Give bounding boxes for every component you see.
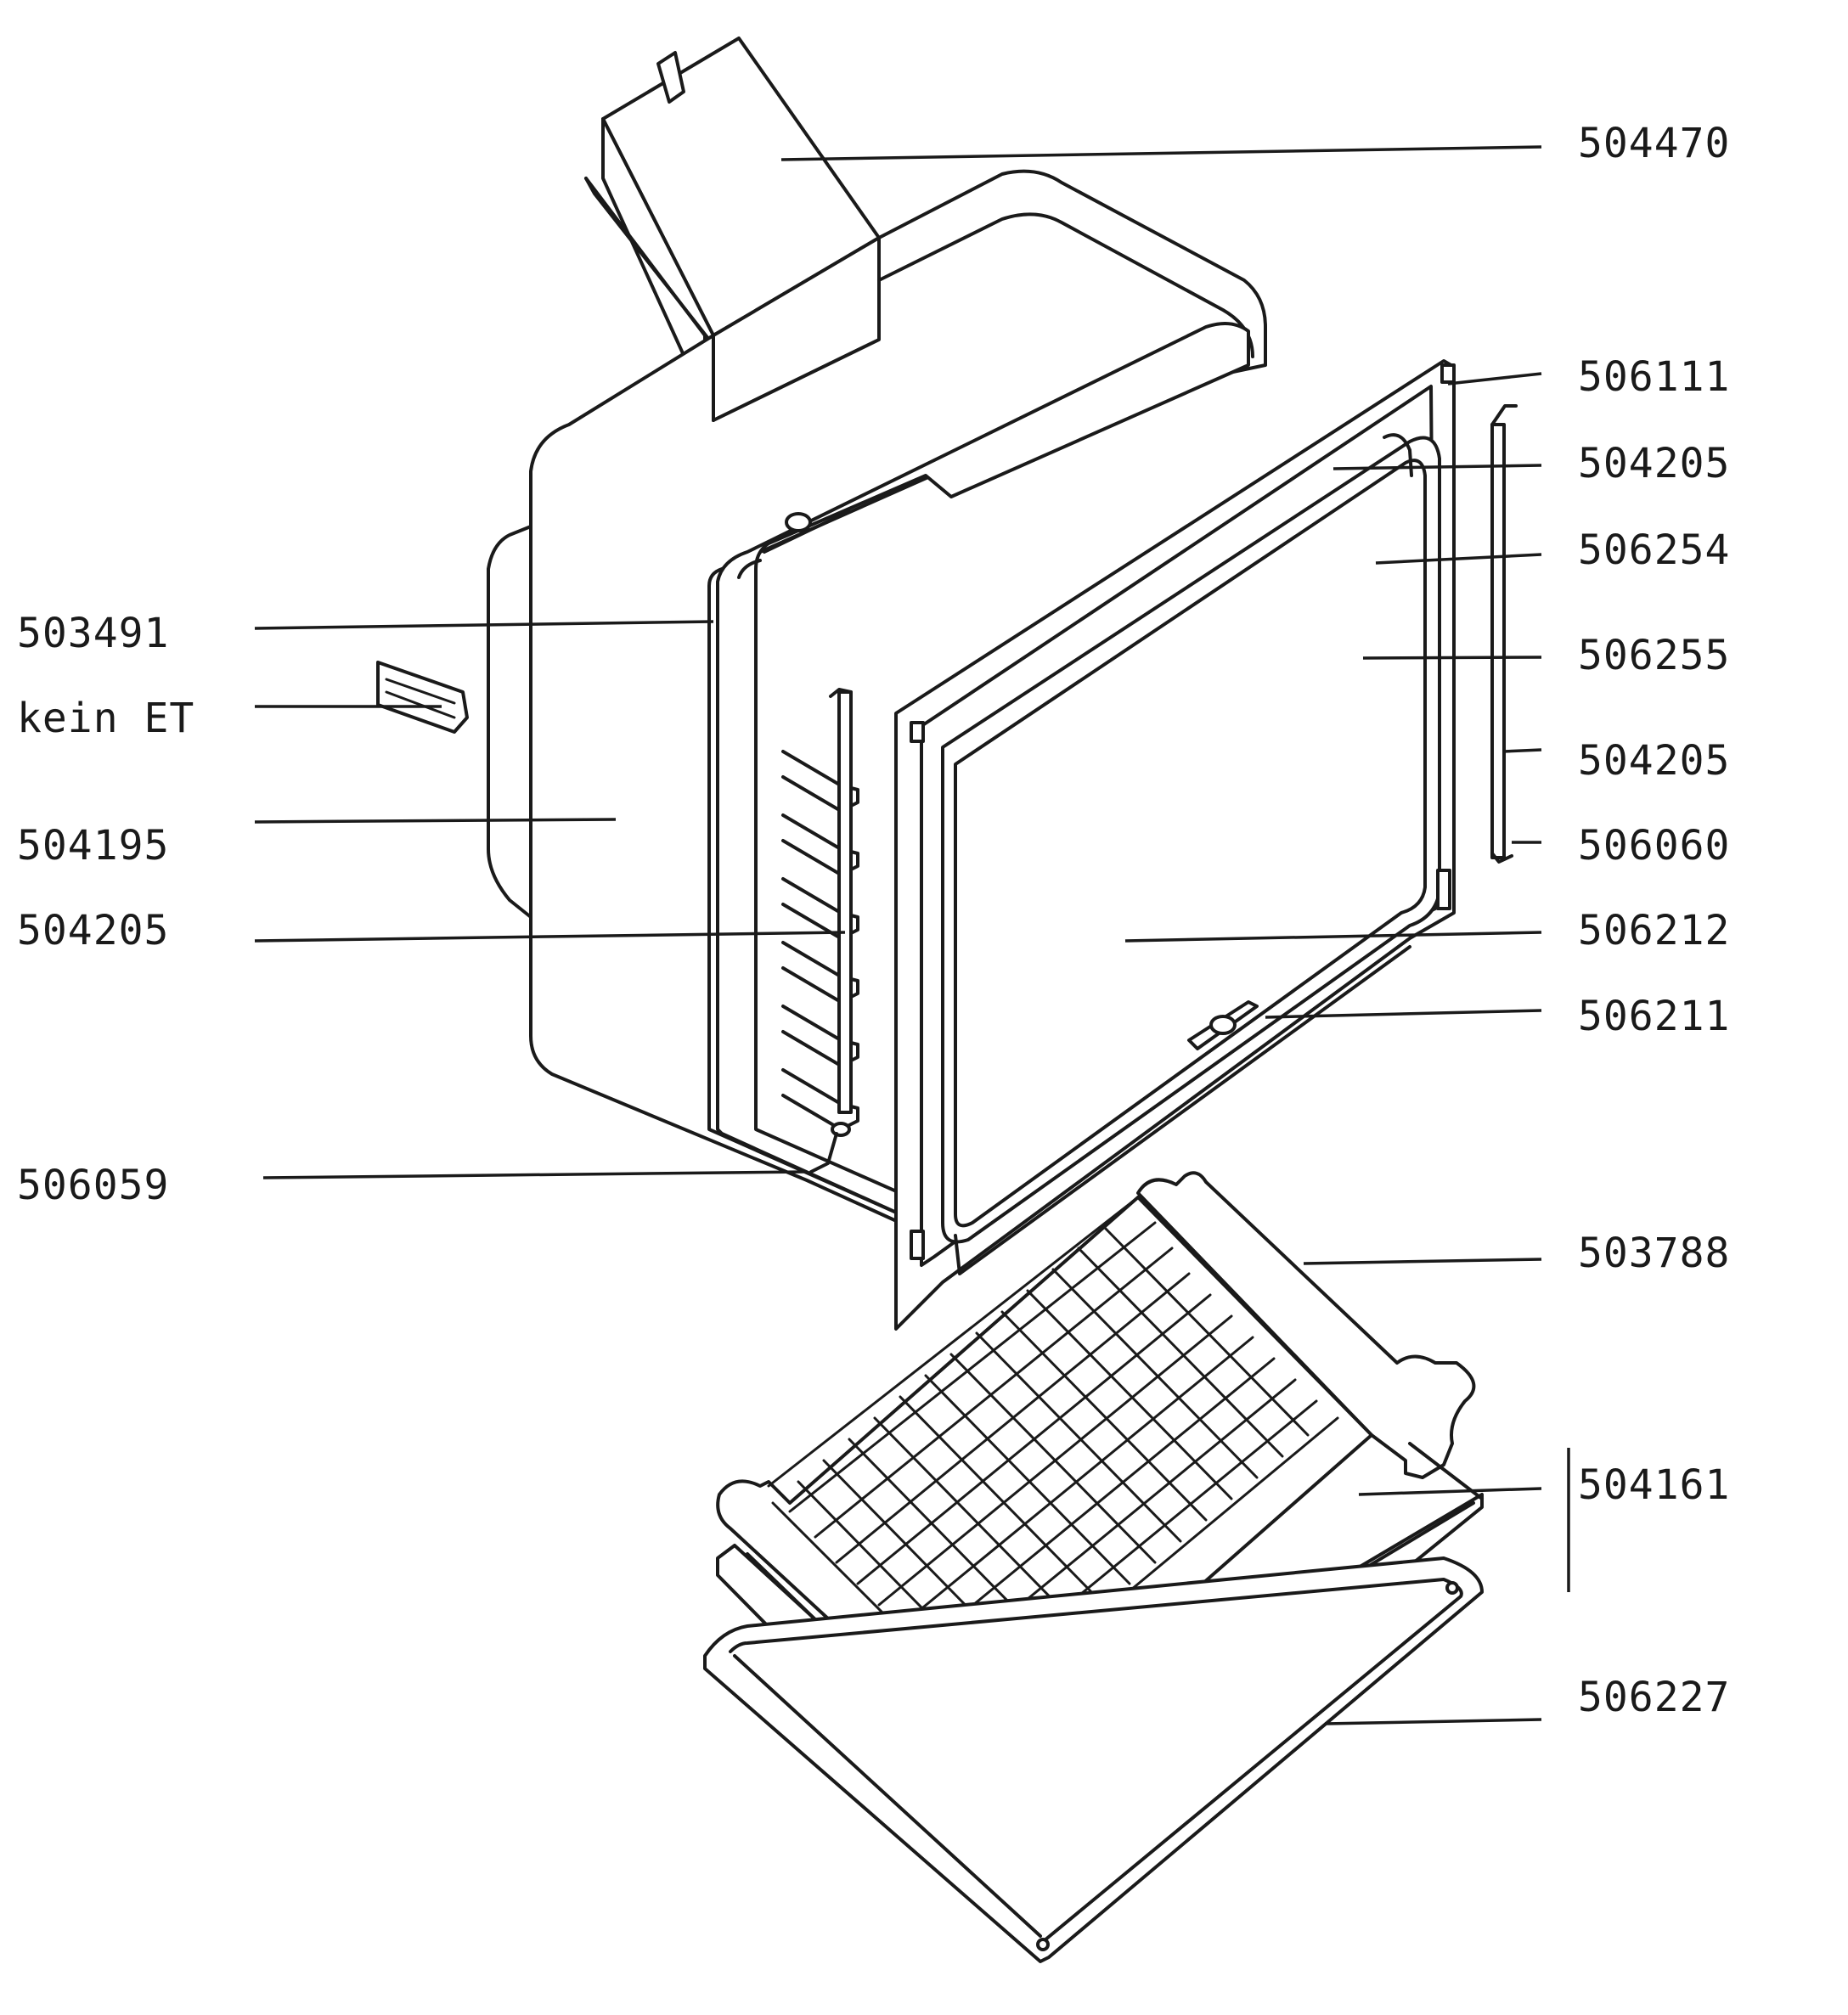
leader-front-frame-top <box>1447 372 1542 386</box>
baking-sheet-part <box>703 1556 1484 1963</box>
leader-rack <box>1303 1258 1542 1265</box>
leader-tray <box>1358 1487 1542 1496</box>
leader-bottom-seal <box>1265 1009 1542 1019</box>
label-right-clip: 506060 <box>1578 822 1731 870</box>
label-bottom-seal: 506211 <box>1578 993 1731 1040</box>
leader-right-guide <box>1502 748 1542 753</box>
label-lamp: 506255 <box>1578 632 1731 679</box>
leader-lines <box>254 145 1570 1725</box>
label-no-spare-part: kein ET <box>17 695 195 742</box>
label-right-guide: 504205 <box>1578 737 1731 785</box>
label-front-seal: 503491 <box>17 610 170 657</box>
label-upper-heater: 506254 <box>1578 526 1731 574</box>
label-left-clip: 506059 <box>17 1162 170 1209</box>
leader-front-seal <box>254 620 714 630</box>
leader-bottom-plate <box>1124 931 1542 943</box>
label-right-guide-top: 504205 <box>1578 440 1731 487</box>
leader-top-duct <box>780 145 1542 161</box>
right-side-guide-part <box>1490 404 1518 864</box>
label-top-duct: 504470 <box>1578 120 1731 167</box>
leader-upper-heater <box>1375 553 1542 565</box>
label-tray: 504161 <box>1578 1461 1731 1509</box>
label-front-frame-top: 506111 <box>1578 353 1731 401</box>
leader-housing <box>254 818 617 824</box>
front-frame-part <box>894 359 1456 1331</box>
leader-left-guide <box>254 931 846 943</box>
label-rack: 503788 <box>1578 1230 1731 1277</box>
label-left-guide: 504205 <box>17 907 170 954</box>
label-housing: 504195 <box>17 822 170 870</box>
leader-lamp <box>1362 656 1542 660</box>
leader-right-guide-top <box>1332 464 1542 470</box>
top-duct-part <box>584 37 881 422</box>
leader-baking-sheet <box>1324 1718 1542 1725</box>
label-bottom-plate: 506212 <box>1578 907 1731 954</box>
leader-left-clip <box>262 1170 808 1179</box>
label-baking-sheet: 506227 <box>1578 1674 1731 1721</box>
